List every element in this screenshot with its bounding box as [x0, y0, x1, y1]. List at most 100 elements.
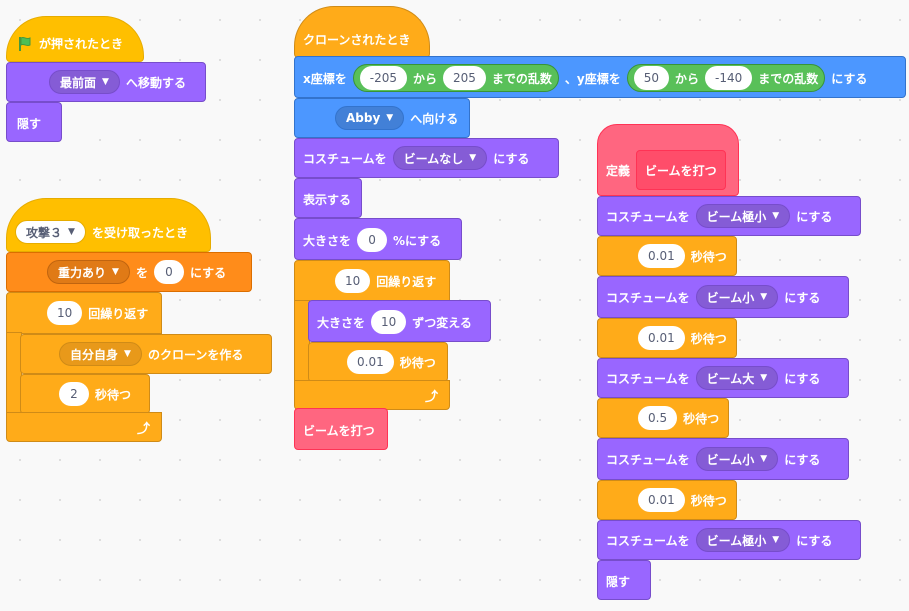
switch-costume-block[interactable]: コスチュームを ビームなし▼ にする	[294, 138, 559, 178]
wait-block[interactable]: 0.5 秒待つ	[597, 398, 729, 438]
define-label: 定義	[606, 163, 631, 178]
variable-value-input[interactable]: 0	[153, 260, 184, 284]
wait-seconds-input[interactable]: 0.01	[347, 350, 394, 374]
random-y-from-input[interactable]: 50	[633, 66, 670, 90]
repeat-label: 回繰り返す	[88, 306, 149, 321]
costume-suffix-label: にする	[784, 371, 821, 386]
wait-block[interactable]: 2 秒待つ	[20, 374, 150, 414]
loop-arrow-icon: ⤴	[425, 390, 439, 405]
random-x-to-input[interactable]: 205	[443, 66, 486, 90]
green-flag-icon	[19, 36, 31, 51]
caret-down-icon: ▼	[760, 292, 768, 302]
when-clone-hat[interactable]: クローンされたとき	[294, 6, 430, 58]
create-clone-block[interactable]: 自分自身▼ のクローンを作る	[20, 334, 272, 374]
repeat-count-input[interactable]: 10	[47, 301, 83, 325]
costume-label: コスチュームを	[303, 151, 387, 166]
point-towards-block[interactable]: Abby▼ へ向ける	[294, 98, 470, 138]
costume-dropdown[interactable]: ビームなし▼	[392, 146, 488, 170]
repeat-count-input[interactable]: 10	[335, 269, 371, 293]
wait-seconds-input[interactable]: 2	[59, 382, 89, 406]
clone-target-dropdown[interactable]: 自分自身▼	[59, 342, 142, 366]
costume-label: コスチュームを	[606, 533, 690, 548]
costume-label: コスチュームを	[606, 452, 690, 467]
wait-label: 秒待つ	[690, 331, 727, 346]
change-size-suffix-label: ずつ変える	[412, 315, 472, 330]
switch-costume-block[interactable]: コスチュームを ビーム極小▼ にする	[597, 196, 861, 236]
repeat-block-bottom: ⤴	[6, 412, 162, 442]
costume-suffix-label: にする	[784, 452, 821, 467]
set-size-block[interactable]: 大きさを 0 %にする	[294, 218, 462, 260]
hide-label: 隠す	[17, 117, 42, 131]
set-suffix-label: にする	[189, 265, 227, 280]
costume-dropdown[interactable]: ビーム小▼	[695, 447, 779, 471]
size-suffix-label: %にする	[393, 233, 442, 248]
size-label: 大きさを	[303, 233, 352, 248]
wait-seconds-input[interactable]: 0.01	[638, 488, 685, 512]
define-hat[interactable]: 定義 ビームを打つ	[597, 124, 739, 196]
from-label: から	[412, 71, 437, 86]
wait-block[interactable]: 0.01 秒待つ	[597, 480, 737, 520]
random-x-from-input[interactable]: -205	[359, 66, 407, 90]
variable-dropdown[interactable]: 重力あり▼	[47, 260, 130, 284]
wait-label: 秒待つ	[690, 249, 727, 264]
wait-block[interactable]: 0.01 秒待つ	[308, 342, 448, 382]
costume-dropdown[interactable]: ビーム極小▼	[695, 204, 791, 228]
when-receive-hat[interactable]: 攻撃３▼ を受け取ったとき	[6, 198, 211, 252]
costume-dropdown[interactable]: ビーム大▼	[695, 366, 779, 390]
wait-label: 秒待つ	[95, 387, 132, 402]
switch-costume-block[interactable]: コスチュームを ビーム大▼ にする	[597, 358, 849, 398]
hide-block[interactable]: 隠す	[6, 102, 62, 142]
broadcast-dropdown[interactable]: 攻撃３▼	[15, 220, 86, 244]
switch-costume-block[interactable]: コスチュームを ビーム小▼ にする	[597, 276, 849, 318]
wait-block[interactable]: 0.01 秒待つ	[597, 236, 737, 276]
costume-suffix-label: にする	[493, 151, 530, 166]
repeat-block-top[interactable]: 10 回繰り返す	[294, 260, 450, 302]
wait-seconds-input[interactable]: 0.01	[638, 244, 685, 268]
when-flag-clicked-hat[interactable]: が押されたとき	[6, 16, 144, 62]
wait-seconds-input[interactable]: 0.5	[638, 406, 678, 430]
random-label: までの乱数	[758, 71, 819, 86]
repeat-block-bottom: ⤴	[294, 380, 450, 410]
change-size-input[interactable]: 10	[371, 310, 407, 334]
show-block[interactable]: 表示する	[294, 178, 362, 218]
costume-dropdown[interactable]: ビーム小▼	[695, 285, 779, 309]
wait-seconds-input[interactable]: 0.01	[638, 326, 685, 350]
caret-down-icon: ▼	[760, 454, 768, 464]
wait-label: 秒待つ	[399, 355, 436, 370]
hide-label: 隠す	[606, 575, 631, 589]
hide-block[interactable]: 隠す	[597, 560, 651, 600]
clone-label: のクローンを作る	[147, 347, 244, 362]
y-label: 、y座標を	[564, 71, 621, 86]
point-target-dropdown[interactable]: Abby▼	[335, 106, 405, 130]
costume-label: コスチュームを	[606, 209, 690, 224]
caret-down-icon: ▼	[68, 227, 75, 237]
switch-costume-block[interactable]: コスチュームを ビーム小▼ にする	[597, 438, 849, 480]
go-to-layer-block[interactable]: 最前面▼ へ移動する	[6, 62, 206, 102]
costume-dropdown[interactable]: ビーム極小▼	[695, 528, 791, 552]
wait-block[interactable]: 0.01 秒待つ	[597, 318, 737, 358]
call-label: ビームを打つ	[303, 424, 375, 438]
layer-dropdown[interactable]: 最前面▼	[49, 70, 120, 94]
random-y-to-input[interactable]: -140	[705, 66, 753, 90]
call-procedure-block[interactable]: ビームを打つ	[294, 408, 388, 450]
procedure-prototype[interactable]: ビームを打つ	[636, 150, 726, 190]
caret-down-icon: ▼	[386, 113, 394, 123]
switch-costume-block[interactable]: コスチュームを ビーム極小▼ にする	[597, 520, 861, 560]
set-to-label: を	[135, 265, 148, 280]
hat-label: クローンされたとき	[303, 33, 411, 47]
repeat-block-top[interactable]: 10 回繰り返す	[6, 292, 162, 334]
loop-arrow-icon: ⤴	[137, 422, 151, 437]
go-to-xy-block[interactable]: x座標を -205 から 205 までの乱数 、y座標を 50 から -140 …	[294, 56, 906, 98]
goto-suffix-label: にする	[831, 71, 868, 86]
goto-label: へ移動する	[125, 75, 186, 90]
random-label: までの乱数	[491, 71, 552, 86]
random-y-reporter[interactable]: 50 から -140 までの乱数	[626, 64, 826, 92]
size-value-input[interactable]: 0	[357, 228, 388, 252]
costume-suffix-label: にする	[796, 533, 833, 548]
costume-label: コスチュームを	[606, 290, 690, 305]
hat-label: を受け取ったとき	[91, 225, 188, 240]
from-label: から	[675, 71, 700, 86]
set-variable-block[interactable]: 重力あり▼ を 0 にする	[6, 252, 252, 292]
change-size-block[interactable]: 大きさを 10 ずつ変える	[308, 300, 491, 342]
random-x-reporter[interactable]: -205 から 205 までの乱数	[352, 64, 559, 92]
